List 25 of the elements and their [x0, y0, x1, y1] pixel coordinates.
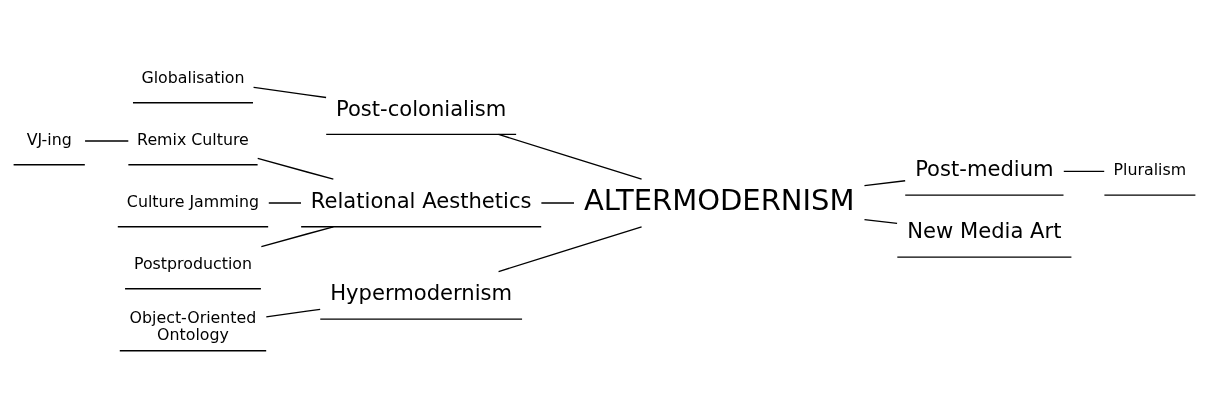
connector — [540, 201, 575, 204]
connector — [257, 157, 334, 180]
node-text: VJ-ing — [26, 129, 72, 149]
node-text: Object-Oriented Ontology — [129, 307, 257, 344]
connector — [497, 225, 643, 272]
node-text: Remix Culture — [137, 129, 249, 149]
connector — [260, 225, 335, 247]
node-text: Culture Jamming — [126, 191, 260, 211]
connector — [84, 139, 129, 142]
connector — [863, 218, 898, 224]
connector — [265, 308, 321, 318]
node-text: Post-colonialism — [335, 95, 507, 121]
node-text: Pluralism — [1113, 159, 1187, 179]
node-text: New Media Art — [907, 217, 1062, 243]
node-text: Hypermodernism — [330, 279, 513, 305]
node-text: Post-medium — [915, 155, 1054, 181]
node-text: Relational Aesthetics — [310, 187, 532, 213]
node-text: Globalisation — [141, 67, 245, 87]
node-text: ALTERMODERNISM — [583, 182, 855, 217]
connector — [497, 133, 643, 180]
connector — [252, 86, 327, 98]
connector — [268, 201, 302, 204]
connector — [863, 179, 906, 186]
node-text: Postproduction — [133, 253, 252, 273]
connector — [1063, 170, 1105, 172]
